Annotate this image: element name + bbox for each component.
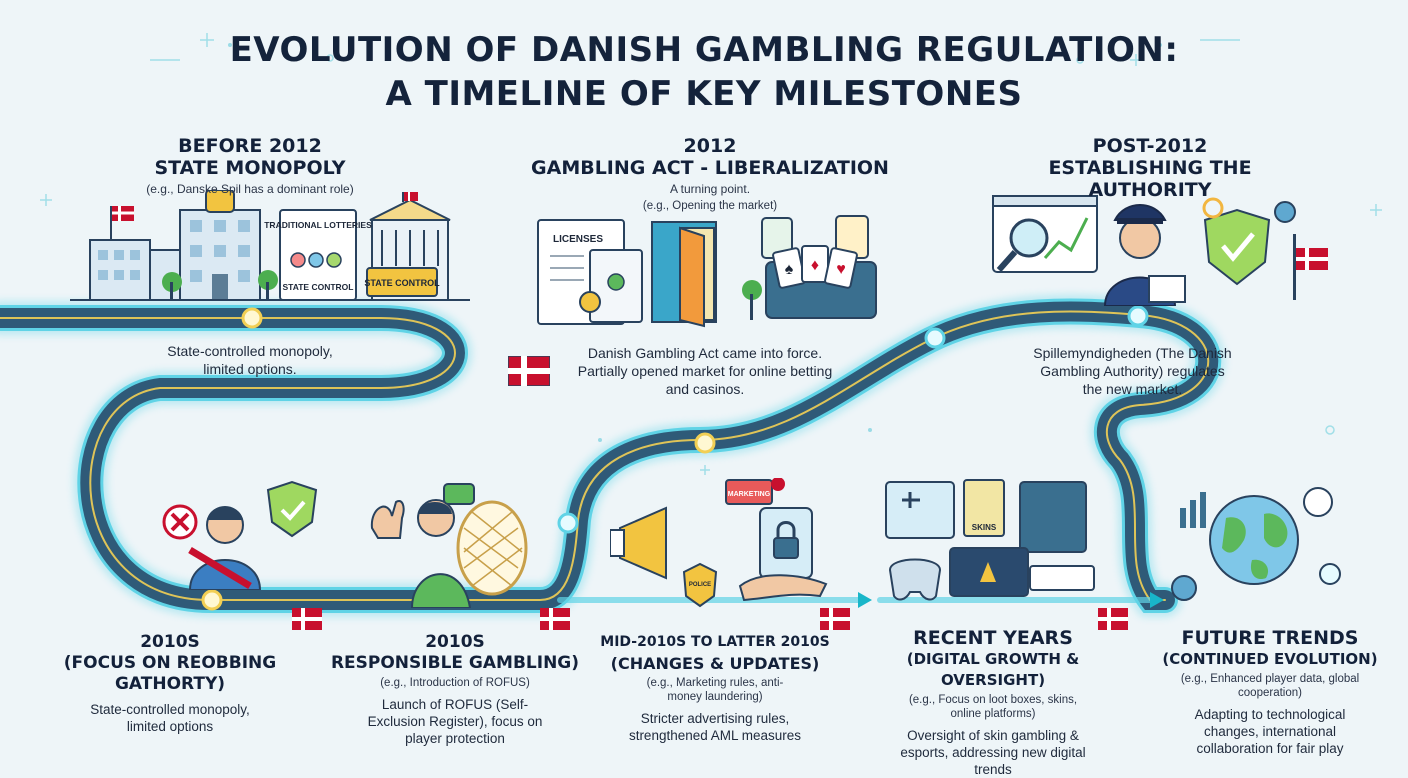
title-line-2: A TIMELINE OF KEY MILESTONES <box>385 74 1023 114</box>
page-title: EVOLUTION OF DANISH GAMBLING REGULATION:… <box>0 28 1408 116</box>
marketing-aml-illustration: POLICE MARKETING <box>610 478 828 608</box>
milestone-post-2012: POST-2012 ESTABLISHING THE AUTHORITY <box>990 135 1310 201</box>
milestone-description: State-controlled monopoly, limited optio… <box>90 702 250 734</box>
responsible-gambling-illustration <box>370 483 528 608</box>
milestone-post-2012-description: Spillemyndigheden (The Danish Gambling A… <box>1033 345 1232 397</box>
state-control-sign-2: STATE CONTROL <box>364 278 440 288</box>
state-monopoly-illustration: TRADITIONAL LOTTERIES STATE CONTROL STAT… <box>70 190 470 301</box>
milestone-heading: (DIGITAL GROWTH & OVERSIGHT) <box>906 650 1080 689</box>
state-control-sign-1: STATE CONTROL <box>283 282 354 292</box>
milestone-description: Adapting to technological changes, inter… <box>1194 707 1346 756</box>
milestone-heading: RESPONSIBLE GAMBLING) <box>330 653 580 673</box>
milestone-period: BEFORE 2012 <box>178 135 322 157</box>
milestone-2010s-responsible: 2010s RESPONSIBLE GAMBLING) (e.g., Intro… <box>315 632 595 747</box>
milestone-example: (e.g., Danske Spil has a dominant role) <box>146 182 354 196</box>
milestone-heading: (CHANGES & UPDATES) <box>610 654 820 673</box>
milestone-mid-2010s: MID-2010s to LATTER 2010s (CHANGES & UPD… <box>580 632 850 744</box>
milestone-future-trends: FUTURE TRENDS (CONTINUED EVOLUTION) (e.g… <box>1145 628 1395 757</box>
milestone-heading: ESTABLISHING THE AUTHORITY <box>1048 157 1252 201</box>
milestone-before-2012-description: State-controlled monopoly, limited optio… <box>167 343 333 377</box>
milestone-description: Stricter advertising rules, strengthened… <box>628 711 802 743</box>
milestone-heading: STATE MONOPOLY <box>154 157 346 179</box>
licenses-label: LICENSES <box>553 234 603 245</box>
authority-illustration <box>992 195 1328 306</box>
milestone-example: (e.g., Focus on loot boxes, skins, onlin… <box>908 694 1078 720</box>
svg-text:♦: ♦ <box>811 257 819 274</box>
milestone-period: FUTURE TRENDS <box>1181 627 1359 649</box>
milestone-period: MID-2010s to LATTER 2010s <box>600 634 830 650</box>
digital-growth-illustration: SKINS <box>885 479 1095 601</box>
milestone-period: POST-2012 <box>1092 135 1208 157</box>
danish-flag-icon <box>820 608 850 630</box>
title-line-1: EVOLUTION OF DANISH GAMBLING REGULATION: <box>229 30 1179 70</box>
road-nodes <box>201 305 1149 611</box>
police-badge-label: POLICE <box>689 582 711 588</box>
shield-icon <box>1203 208 1271 286</box>
seal-icon <box>579 291 601 313</box>
milestone-example: (e.g., Marketing rules, anti-money laund… <box>646 677 784 703</box>
milestone-recent-years: RECENT YEARS (DIGITAL GROWTH & OVERSIGHT… <box>858 628 1128 778</box>
traditional-lotteries-sign: TRADITIONAL LOTTERIES <box>264 220 372 230</box>
milestone-heading: GAMBLING ACT - LIBERALIZATION <box>531 157 889 179</box>
milestone-example: (e.g., Introduction of ROFUS) <box>380 677 530 689</box>
milestone-period: 2010s <box>425 632 485 652</box>
milestone-period: 2012 <box>683 135 737 157</box>
shield-icon <box>266 480 318 538</box>
milestone-2012-description: Danish Gambling Act came into force. Par… <box>577 345 833 397</box>
milestone-heading: (CONTINUED EVOLUTION) <box>1162 650 1378 668</box>
milestone-heading: (FOCUS ON REOBBING GATHORTY) <box>63 653 277 694</box>
milestone-example: A turning point. <box>669 182 751 196</box>
svg-text:♥: ♥ <box>836 261 846 278</box>
gear-icon <box>1274 201 1296 223</box>
focus-illustration <box>162 480 318 590</box>
future-trends-illustration <box>1171 487 1341 601</box>
milestone-before-2012: BEFORE 2012 STATE MONOPOLY (e.g., Danske… <box>110 135 390 197</box>
check-icon <box>607 273 625 291</box>
milestone-2010s-focus: 2010s (FOCUS ON REOBBING GATHORTY) State… <box>30 632 310 735</box>
milestone-period: 2010s <box>140 632 200 652</box>
svg-text:♠: ♠ <box>785 261 794 278</box>
megaphone-icon <box>619 506 667 580</box>
controller-icon <box>888 558 942 601</box>
danish-flag-icon <box>292 608 322 630</box>
milestone-period: RECENT YEARS <box>913 627 1073 649</box>
danish-flag-icon <box>540 608 570 630</box>
marketing-sign-label: MARKETING <box>728 491 771 498</box>
milestone-example: (e.g., Enhanced player data, global coop… <box>1180 673 1360 699</box>
skins-card-label: SKINS <box>972 523 997 532</box>
milestone-2012: 2012 GAMBLING ACT - LIBERALIZATION A tur… <box>520 135 900 213</box>
danish-flag-icon <box>508 356 550 386</box>
danish-flag-icon <box>1098 608 1128 630</box>
magnifier-icon <box>1009 218 1049 258</box>
milestone-description: Launch of ROFUS (Self-Exclusion Register… <box>367 697 543 746</box>
liberalization-illustration: LICENSES ♠ ♦ ♥ <box>537 215 877 328</box>
milestone-description: Oversight of skin gambling & esports, ad… <box>900 728 1086 777</box>
milestone-example: (e.g., Opening the market) <box>642 200 778 212</box>
